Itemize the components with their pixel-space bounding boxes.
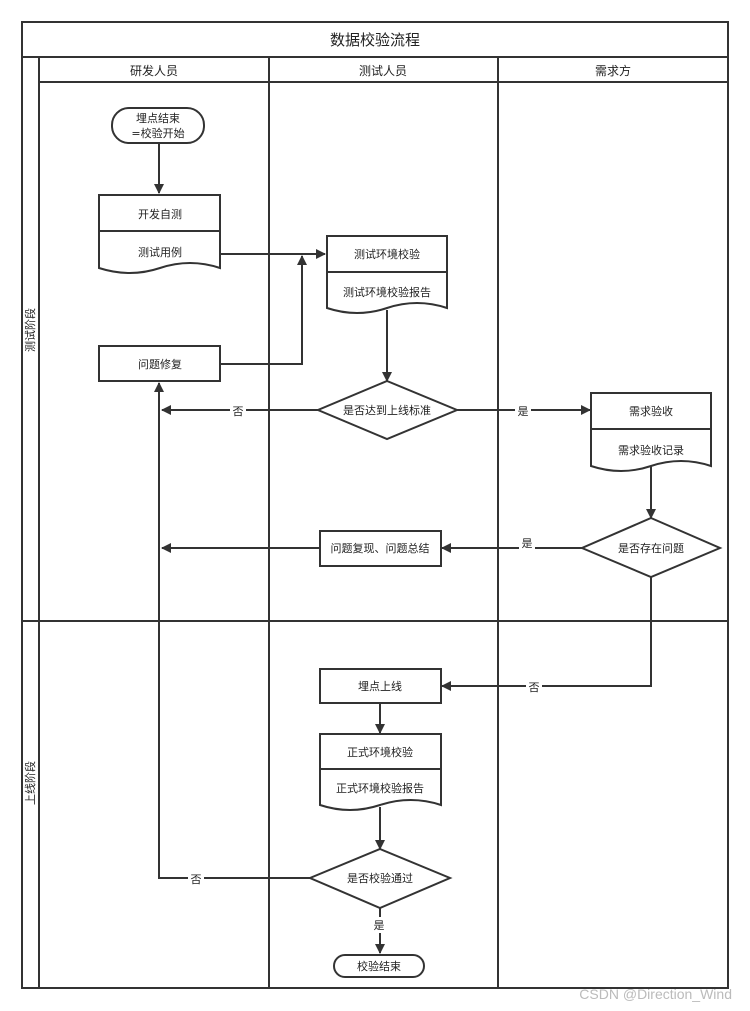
test-case-label: 测试用例 (138, 245, 182, 259)
issue-summary-label: 问题复现、问题总结 (331, 541, 430, 555)
edge-label-yes-issue: 是 (522, 537, 533, 550)
diagram-title: 数据校验流程 (330, 31, 420, 49)
lane-label-test: 测试人员 (359, 63, 407, 78)
dev-selftest-doc (98, 194, 221, 274)
lane-label-req: 需求方 (595, 63, 631, 78)
start-node-line2: =校验开始 (131, 126, 184, 140)
start-node-line1: 埋点结束 (136, 112, 180, 125)
start-node (111, 107, 205, 144)
reach-standard-label: 是否达到上线标准 (343, 403, 431, 417)
check-pass-label: 是否校验通过 (347, 871, 413, 885)
req-accept-record-label: 需求验收记录 (618, 443, 684, 457)
edge-label-yes-standard: 是 (518, 405, 529, 418)
prod-env-report-label: 正式环境校验报告 (336, 781, 424, 795)
test-env-report-label: 测试环境校验报告 (343, 285, 431, 299)
end-label: 校验结束 (357, 959, 401, 973)
edge-fix-to-testenv (220, 255, 307, 365)
prod-env-check-label: 正式环境校验 (347, 745, 413, 759)
lane-label-dev: 研发人员 (130, 63, 178, 78)
phase-label-live: 上线阶段 (23, 761, 37, 805)
edge-label-yes-pass: 是 (374, 919, 385, 932)
go-live-node (319, 668, 442, 704)
reach-standard-decision (315, 379, 460, 441)
edge-label-no-standard: 否 (233, 405, 244, 418)
fix-issue-node (98, 345, 221, 382)
dev-selftest-label: 开发自测 (138, 207, 182, 221)
edge-checkpass-no-to-fix (154, 382, 310, 879)
edge-label-no-pass: 否 (191, 873, 202, 886)
phase-label-test: 测试阶段 (23, 308, 37, 352)
watermark: CSDN @Direction_Wind (579, 986, 732, 1002)
has-issue-label: 是否存在问题 (618, 541, 684, 555)
edge-label-no-issue: 否 (529, 681, 540, 694)
fix-issue-label: 问题修复 (138, 357, 182, 371)
edge-hasissue-no-to-golive (441, 577, 652, 691)
go-live-label: 埋点上线 (358, 679, 402, 693)
check-pass-decision (307, 847, 453, 910)
test-env-check-doc (326, 235, 448, 314)
has-issue-decision (579, 516, 723, 579)
prod-env-check-doc (319, 733, 442, 811)
req-accept-label: 需求验收 (629, 404, 673, 418)
diagram-frame (21, 21, 729, 989)
test-env-check-label: 测试环境校验 (354, 247, 420, 261)
issue-summary-node (319, 530, 442, 567)
end-node (333, 954, 425, 978)
req-accept-doc (590, 392, 712, 472)
